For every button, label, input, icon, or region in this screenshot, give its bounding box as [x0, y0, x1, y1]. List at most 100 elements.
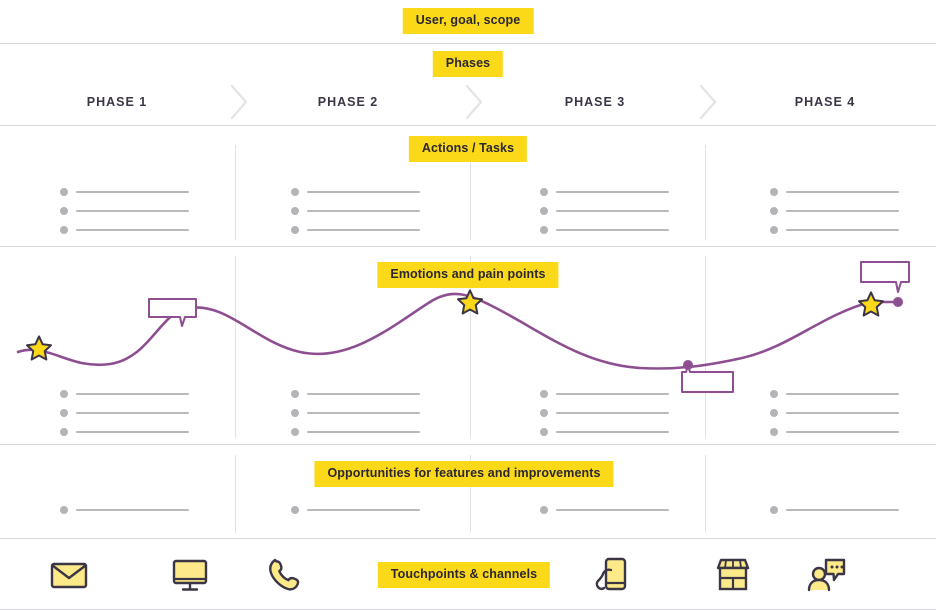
phone-call-icon[interactable] — [260, 552, 306, 598]
bullet-dot — [770, 427, 778, 436]
placeholder-line — [76, 411, 189, 414]
list-item — [770, 407, 899, 418]
column-divider-o1 — [235, 455, 236, 533]
list-item — [540, 186, 669, 197]
placeholder-line — [556, 392, 669, 395]
list-item — [770, 504, 899, 515]
opportunities-column-1 — [60, 504, 189, 523]
bullet-dot — [291, 389, 299, 398]
column-divider-e2 — [470, 256, 471, 438]
list-item — [540, 504, 669, 515]
bullet-dot — [770, 225, 778, 234]
placeholder-line — [556, 411, 669, 414]
placeholder-line — [786, 411, 899, 414]
bullet-dot — [291, 187, 299, 196]
bullet-dot — [60, 408, 68, 417]
bullet-dot — [291, 206, 299, 215]
opportunities-column-3 — [540, 504, 669, 523]
chip-touchpoints-channels[interactable]: Touchpoints & channels — [377, 562, 551, 588]
bullet-dot — [60, 225, 68, 234]
placeholder-line — [307, 508, 420, 511]
bullet-dot — [60, 427, 68, 436]
chevron-right-icon-3 — [699, 84, 717, 120]
column-divider-o3 — [705, 455, 706, 533]
placeholder-line — [76, 209, 189, 212]
bullet-dot — [540, 225, 548, 234]
curve-point-dot[interactable] — [683, 360, 693, 370]
bullet-dot — [770, 408, 778, 417]
bullet-dot — [291, 427, 299, 436]
opportunities-column-4 — [770, 504, 899, 523]
placeholder-line — [786, 392, 899, 395]
placeholder-line — [786, 190, 899, 193]
callout-phase-3[interactable] — [681, 365, 734, 393]
mobile-hand-icon[interactable] — [589, 552, 635, 598]
bullet-dot — [60, 389, 68, 398]
list-item — [770, 426, 899, 437]
placeholder-line — [307, 209, 420, 212]
bullet-dot — [770, 187, 778, 196]
column-divider-o2 — [470, 455, 471, 533]
list-item — [540, 205, 669, 216]
placeholder-line — [76, 508, 189, 511]
bullet-dot — [60, 187, 68, 196]
list-item — [60, 504, 189, 515]
storefront-icon[interactable] — [710, 552, 756, 598]
desktop-monitor-icon[interactable] — [167, 552, 213, 598]
placeholder-line — [786, 430, 899, 433]
list-item — [540, 426, 669, 437]
row-divider-5 — [0, 538, 936, 539]
chip-user-goal-scope[interactable]: User, goal, scope — [402, 8, 534, 34]
placeholder-line — [307, 430, 420, 433]
emotion-line — [16, 292, 872, 370]
bullet-dot — [540, 408, 548, 417]
placeholder-line — [76, 430, 189, 433]
email-icon[interactable] — [46, 552, 92, 598]
list-item — [770, 205, 899, 216]
bullet-dot — [540, 206, 548, 215]
row-divider-3 — [0, 246, 936, 247]
column-divider-a3 — [705, 145, 706, 240]
list-item — [291, 407, 420, 418]
list-item — [540, 224, 669, 235]
placeholder-line — [307, 392, 420, 395]
bullet-dot — [540, 187, 548, 196]
actions-column-4 — [770, 186, 899, 243]
chip-emotions-pain-points[interactable]: Emotions and pain points — [377, 262, 559, 288]
person-chat-icon[interactable] — [804, 552, 850, 598]
callout-phase-4[interactable] — [860, 261, 910, 293]
placeholder-line — [76, 228, 189, 231]
emotions-column-2 — [291, 388, 420, 445]
emotion-star-1[interactable] — [26, 335, 52, 361]
list-item — [60, 224, 189, 235]
column-divider-a1 — [235, 145, 236, 240]
placeholder-line — [786, 508, 899, 511]
list-item — [770, 388, 899, 399]
emotions-column-1 — [60, 388, 189, 445]
emotions-column-4 — [770, 388, 899, 445]
callout-phase-1[interactable] — [148, 298, 197, 327]
emotion-star-2[interactable] — [457, 289, 483, 315]
emotion-star-3[interactable] — [858, 291, 884, 317]
list-item — [60, 388, 189, 399]
row-divider-2 — [0, 125, 936, 126]
list-item — [60, 205, 189, 216]
placeholder-line — [307, 190, 420, 193]
bullet-dot — [291, 408, 299, 417]
list-item — [540, 388, 669, 399]
list-item — [770, 186, 899, 197]
placeholder-line — [76, 392, 189, 395]
placeholder-line — [556, 430, 669, 433]
chip-actions-tasks[interactable]: Actions / Tasks — [408, 136, 528, 162]
emotion-curve-chart — [16, 261, 910, 393]
chevron-right-icon-2 — [465, 84, 483, 120]
list-item — [291, 224, 420, 235]
chip-opportunities[interactable]: Opportunities for features and improveme… — [314, 461, 614, 487]
chip-phases[interactable]: Phases — [432, 51, 504, 77]
actions-column-2 — [291, 186, 420, 243]
placeholder-line — [556, 209, 669, 212]
phase-label-3: PHASE 3 — [564, 95, 626, 109]
bullet-dot — [540, 427, 548, 436]
placeholder-line — [786, 209, 899, 212]
